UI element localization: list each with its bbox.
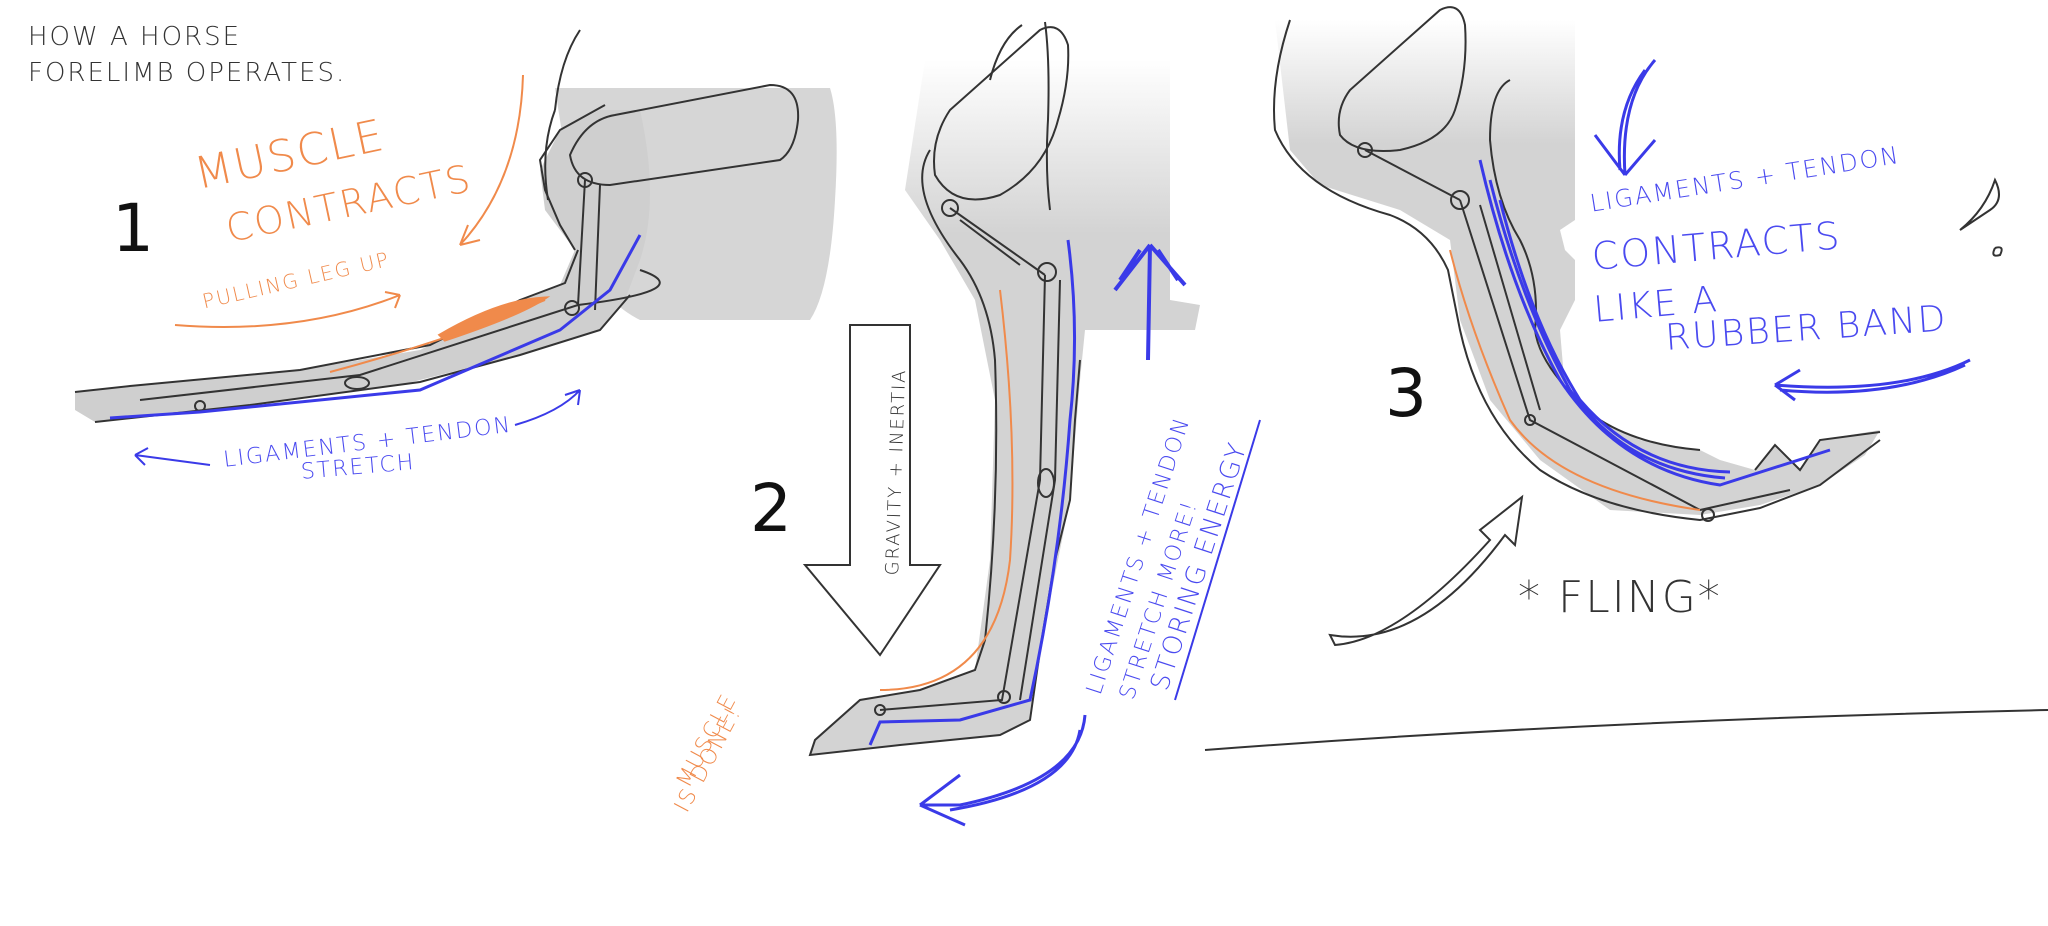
fling-label: * FLING* — [1518, 572, 1722, 623]
panel-2-blue-arrow-up — [1113, 243, 1187, 361]
panel-2-limb-outline — [808, 149, 1081, 757]
panel-1-joint — [577, 172, 593, 188]
panel-3-joint — [1450, 190, 1470, 210]
panel-2-limb — [808, 21, 1200, 757]
panel-2-joint — [997, 690, 1011, 704]
panel-2-number: 2 — [750, 470, 794, 547]
title-line-2: FORELIMB OPERATES. — [28, 58, 347, 88]
ground-line — [1204, 709, 2048, 751]
panel-3-number: 3 — [1385, 355, 1429, 432]
panel-3-blue-arrow-left — [1774, 358, 1971, 402]
panel-2-joint — [1037, 262, 1057, 282]
panel-1-muscle-line — [329, 299, 546, 373]
panel-2-body-shading — [810, 60, 1200, 755]
panel-3-bone — [1364, 149, 1791, 511]
panel-2-joint — [1037, 468, 1055, 498]
panel-2-joint — [941, 199, 959, 217]
panel-3-fling-arrow — [1328, 494, 1524, 647]
panel-1-blue-arrow-right — [514, 389, 581, 426]
panel-3-outline — [1273, 19, 1881, 522]
panel-2-blue-arrow-curve — [919, 714, 1087, 827]
panel-1-orange-arrow-curve — [174, 291, 401, 328]
panel-1-joint — [344, 376, 370, 390]
gravity-arrow — [802, 324, 942, 657]
panel-1-joint — [564, 300, 580, 316]
panel-3-blue-arrow-down — [1593, 59, 1657, 176]
panel-1-limb-fill — [75, 110, 650, 422]
panel-3-joint — [1357, 142, 1373, 158]
panel-1-scapula — [568, 83, 800, 187]
panel-1-blue-arrow-left — [134, 447, 211, 466]
panel-2-bone — [879, 207, 1061, 711]
panel-3-muscle-line — [1449, 249, 1701, 511]
panel-3-scapula — [1337, 6, 1467, 152]
panel-3-ear-mark — [1959, 177, 2003, 257]
panel-1-shoulder-line — [544, 29, 581, 201]
panel-2-joint — [874, 704, 886, 716]
panel-3-joint — [1524, 414, 1536, 426]
panel-1-bone — [139, 179, 661, 401]
panel-3-body-shading — [1275, 20, 1880, 515]
panel-1-number: 1 — [112, 190, 156, 267]
storing-energy-underline — [1174, 419, 1261, 701]
panel-2-muscle-line — [879, 289, 1014, 691]
panel-1-limb — [74, 29, 837, 423]
panel-3-limb — [1273, 6, 1881, 522]
title-line-1: HOW A HORSE — [28, 22, 242, 52]
panel-1-tendon — [109, 234, 642, 420]
panel-1-orange-arrow-down — [459, 74, 524, 246]
panel-3-tendon — [1478, 159, 1831, 487]
panel-3-joint — [1701, 508, 1715, 522]
panel-2-scapula — [933, 26, 1070, 201]
panel-2-tendon — [868, 239, 1077, 746]
panel-3-outline-inner — [1488, 79, 1881, 472]
